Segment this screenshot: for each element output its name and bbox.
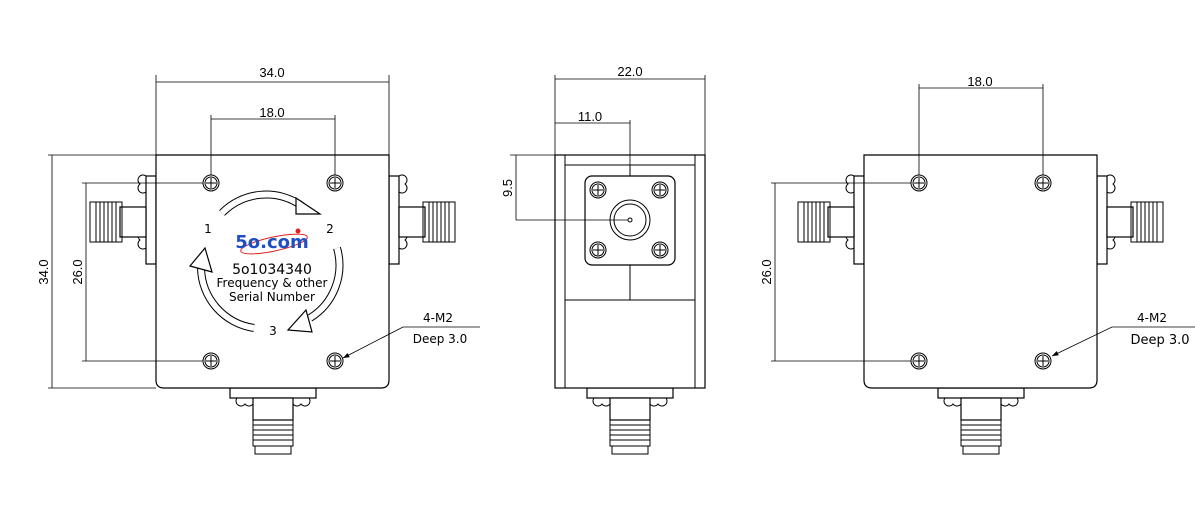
port-2-label: 2 (326, 222, 334, 236)
connector-flange (584, 175, 676, 266)
depth-note: Deep 3.0 (1130, 333, 1189, 348)
mounting-hole-icon (202, 352, 220, 370)
connector-height-dimension: 9.5 (500, 179, 515, 197)
circulation-arrows-icon (188, 190, 344, 333)
brand-logo: 5o.com (235, 228, 309, 255)
screw-icon (651, 241, 669, 259)
model-number: 5o1034340 (232, 262, 312, 278)
bottom-sma-connector (937, 387, 1025, 455)
bottom-sma-connector (229, 387, 317, 455)
width-dimension: 34.0 (259, 65, 284, 80)
mounting-hole-icon (1034, 352, 1052, 370)
mounting-hole-icon (910, 174, 928, 192)
thread-note: 4-M2 (423, 311, 453, 325)
mounting-hole-icon (326, 352, 344, 370)
screw-icon (651, 181, 669, 199)
label-line-2: Serial Number (229, 290, 315, 304)
right-sma-connector (389, 175, 455, 264)
mounting-hole-icon (326, 174, 344, 192)
hole-vertical-dimension: 26.0 (759, 259, 774, 284)
height-dimension: 34.0 (36, 259, 51, 284)
circulator-body-back (863, 154, 1098, 389)
right-sma-connector (1097, 175, 1163, 264)
left-sma-connector (90, 175, 156, 264)
bottom-sma-connector (586, 387, 674, 455)
side-view: 22.0 11.0 9.5 (500, 64, 706, 455)
thread-note: 4-M2 (1137, 311, 1167, 325)
mounting-hole-icon (1034, 174, 1052, 192)
logo-text: 5o.com (235, 232, 309, 253)
circulator-body (155, 154, 390, 389)
label-line-1: Frequency & other (217, 276, 328, 290)
half-depth-dimension: 11.0 (578, 109, 602, 124)
hole-spacing-dimension: 18.0 (967, 74, 992, 89)
depth-note: Deep 3.0 (413, 332, 468, 346)
port-1-label: 1 (204, 222, 212, 236)
hole-vertical-dimension: 26.0 (70, 259, 85, 284)
mounting-hole-icon (910, 352, 928, 370)
hole-spacing-dimension: 18.0 (259, 105, 284, 120)
back-view: 18.0 26.0 4-M2 Deep 3.0 (759, 74, 1195, 455)
left-sma-connector (798, 175, 864, 264)
screw-icon (589, 181, 607, 199)
screw-icon (589, 241, 607, 259)
mounting-hole-icon (202, 174, 220, 192)
port-3-label: 3 (269, 324, 277, 338)
depth-dimension: 22.0 (617, 64, 642, 79)
front-view: 1 2 3 5o.com 5o1034340 Frequency & other… (36, 65, 480, 455)
